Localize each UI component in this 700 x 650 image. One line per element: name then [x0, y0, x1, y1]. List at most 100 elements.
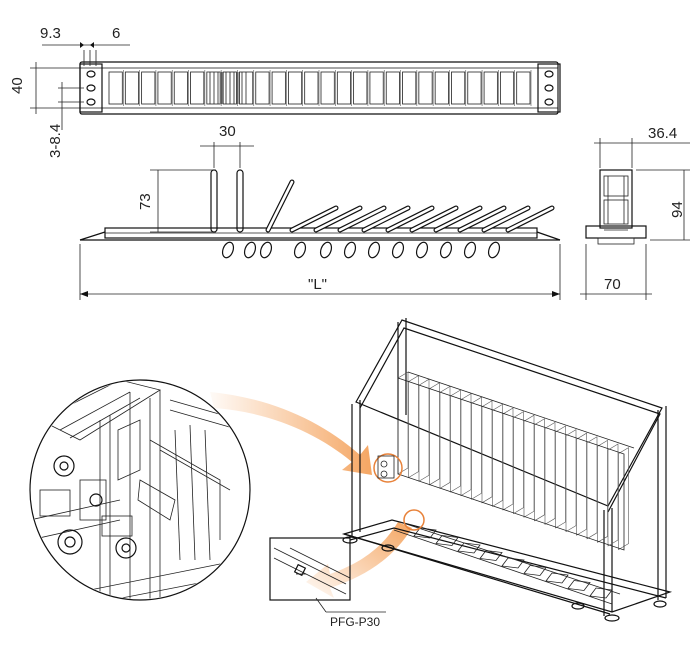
rack-plate	[471, 396, 482, 500]
dim-pitch-gap: 9.3 6	[40, 25, 130, 66]
dim-length-label: "L"	[308, 276, 327, 293]
rack-rib	[413, 527, 437, 539]
top-view-slot	[353, 71, 368, 105]
top-view-slot	[141, 71, 156, 105]
top-view-slot	[271, 71, 286, 105]
side-view-roller	[391, 241, 405, 259]
rack-rib	[589, 587, 613, 599]
rack-plate	[597, 439, 608, 543]
top-view-slot	[304, 71, 319, 105]
dim-spacing: 30	[200, 123, 254, 168]
side-view-rods	[210, 169, 555, 259]
rack-plate	[513, 411, 524, 515]
dim-spacing-label: 30	[219, 123, 236, 140]
top-view: 9.3 6 40 3-8.4	[9, 25, 561, 158]
rack-rib	[545, 572, 569, 584]
top-view-right-bracket	[537, 63, 561, 113]
top-view-slot	[467, 71, 482, 105]
rack-isometric	[341, 318, 673, 622]
top-view-slots	[108, 70, 532, 106]
rack-plate	[492, 403, 503, 507]
dim-hole-label: 3-8.4	[47, 124, 64, 158]
dim-rod-height-label: 73	[137, 193, 154, 210]
rack-plate	[565, 429, 577, 533]
top-view-slot	[369, 71, 384, 105]
top-view-slot	[173, 71, 188, 105]
rack-plate	[607, 443, 619, 547]
part-label: PFG-P30	[330, 615, 380, 629]
side-view-roller	[243, 241, 257, 259]
top-view-slot	[385, 71, 400, 105]
top-view-slot	[516, 71, 531, 105]
top-view-slot	[157, 71, 172, 105]
top-view-slot	[451, 71, 466, 105]
rack-plate-stack	[397, 371, 635, 551]
rack-rib	[479, 550, 503, 561]
side-view-roller	[343, 241, 357, 259]
rack-plate	[534, 418, 545, 522]
rack-plate	[481, 400, 493, 504]
top-view-slot	[206, 71, 221, 105]
rack-plate	[576, 432, 587, 536]
top-view-slot	[124, 71, 140, 105]
rack-rib	[501, 557, 525, 569]
dim-base-width-label: 70	[604, 276, 621, 293]
top-view-slot	[483, 71, 498, 105]
rack-rib	[435, 535, 459, 546]
rack-plate	[586, 436, 598, 540]
rack-plate	[418, 378, 430, 482]
side-view-rod	[236, 169, 244, 233]
rack-plate	[439, 385, 451, 489]
dim-rod-height: 73	[137, 169, 216, 233]
rack-feet	[342, 536, 667, 622]
rack-plate	[544, 421, 556, 525]
dim-gap-label: 6	[112, 25, 120, 42]
dim-base-width: 70	[580, 244, 652, 300]
top-view-slot	[320, 71, 335, 105]
callout-circle-guide	[403, 509, 425, 531]
dim-height-label: 40	[9, 77, 26, 94]
rack-plate	[618, 447, 629, 551]
side-view-roller	[293, 241, 307, 259]
rack-plate	[429, 382, 440, 486]
side-view-roller	[367, 241, 381, 259]
rack-plate	[523, 414, 535, 518]
magnified-detail	[29, 379, 251, 601]
rack-rib	[523, 565, 547, 576]
side-view: 30 73 "L"	[79, 123, 561, 300]
part-detail-box: PFG-P30	[269, 537, 386, 629]
arrow-to-detail-bottom	[306, 522, 412, 598]
callout-circle-roller	[373, 453, 403, 483]
side-view-rod	[210, 169, 218, 233]
rack-plate	[555, 425, 566, 529]
top-view-slot	[418, 71, 433, 105]
top-view-mount-holes	[86, 70, 554, 106]
dim-top-width: 36.4	[594, 125, 690, 168]
side-view-roller	[487, 241, 501, 259]
dim-height-40: 40	[9, 62, 80, 114]
top-view-slot	[336, 71, 352, 105]
side-view-roller	[221, 241, 235, 259]
rack-rib	[457, 542, 481, 554]
top-view-slot	[499, 71, 515, 105]
rack-plate	[450, 389, 461, 493]
dim-length: "L"	[79, 244, 561, 300]
side-view-roller	[259, 241, 273, 259]
dim-top-width-label: 36.4	[648, 125, 677, 142]
rack-bottom-ribs	[393, 521, 621, 605]
callout-arrows	[210, 392, 412, 598]
rack-rib	[567, 580, 591, 591]
top-view-slot	[255, 71, 270, 105]
rack-plate	[502, 407, 514, 511]
rack-plate	[408, 375, 419, 479]
side-view-roller	[439, 241, 453, 259]
side-view-roller	[463, 241, 477, 259]
rack-plate	[460, 393, 472, 497]
top-view-slot	[190, 71, 205, 105]
top-view-slot	[402, 71, 417, 105]
dim-pitch-label: 9.3	[40, 25, 61, 42]
top-view-slot	[287, 71, 303, 105]
top-view-slot	[108, 71, 123, 105]
arrow-to-detail-top	[210, 392, 372, 475]
